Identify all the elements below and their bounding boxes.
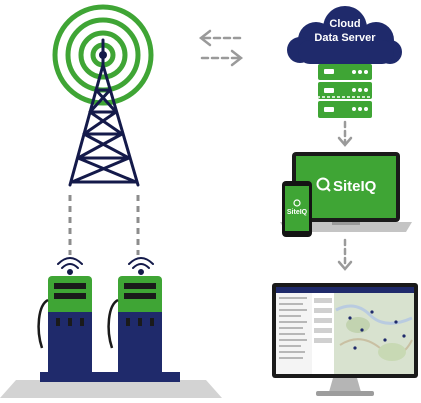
cloud-icon bbox=[287, 6, 402, 64]
laptop-base bbox=[280, 222, 412, 232]
laptop-brand-label: SiteIQ bbox=[333, 178, 377, 195]
fuel-pump-left bbox=[37, 257, 92, 376]
smartphone: SiteIQ bbox=[282, 181, 312, 237]
dashboard-screenshot bbox=[276, 287, 414, 374]
server-rack-icon bbox=[313, 64, 377, 123]
bidirectional-arrows-icon bbox=[198, 29, 244, 67]
fuel-pump-right bbox=[107, 257, 162, 376]
cloud-server: Cloud Data Server bbox=[287, 6, 402, 123]
tower-lattice bbox=[68, 38, 140, 187]
cloud-label-line1: Cloud bbox=[329, 18, 360, 30]
tower-to-pump-links bbox=[68, 195, 140, 255]
cloud-label-line2: Data Server bbox=[314, 32, 376, 44]
laptop: SiteIQ bbox=[280, 152, 412, 232]
pump-base-platform bbox=[0, 372, 222, 398]
arrow-down-icon bbox=[337, 120, 353, 147]
wifi-icon bbox=[57, 257, 83, 275]
phone-logo-icon bbox=[293, 199, 301, 207]
arrow-down-icon bbox=[337, 238, 353, 271]
arrow-right-icon bbox=[200, 49, 244, 67]
cell-tower bbox=[52, 4, 154, 187]
arrow-left-icon bbox=[198, 29, 242, 47]
wifi-icon bbox=[128, 257, 154, 275]
phone-brand-label: SiteIQ bbox=[287, 209, 308, 216]
desktop-monitor bbox=[272, 283, 418, 396]
antenna-tip bbox=[99, 51, 107, 59]
siteiq-logo-icon bbox=[316, 177, 331, 192]
